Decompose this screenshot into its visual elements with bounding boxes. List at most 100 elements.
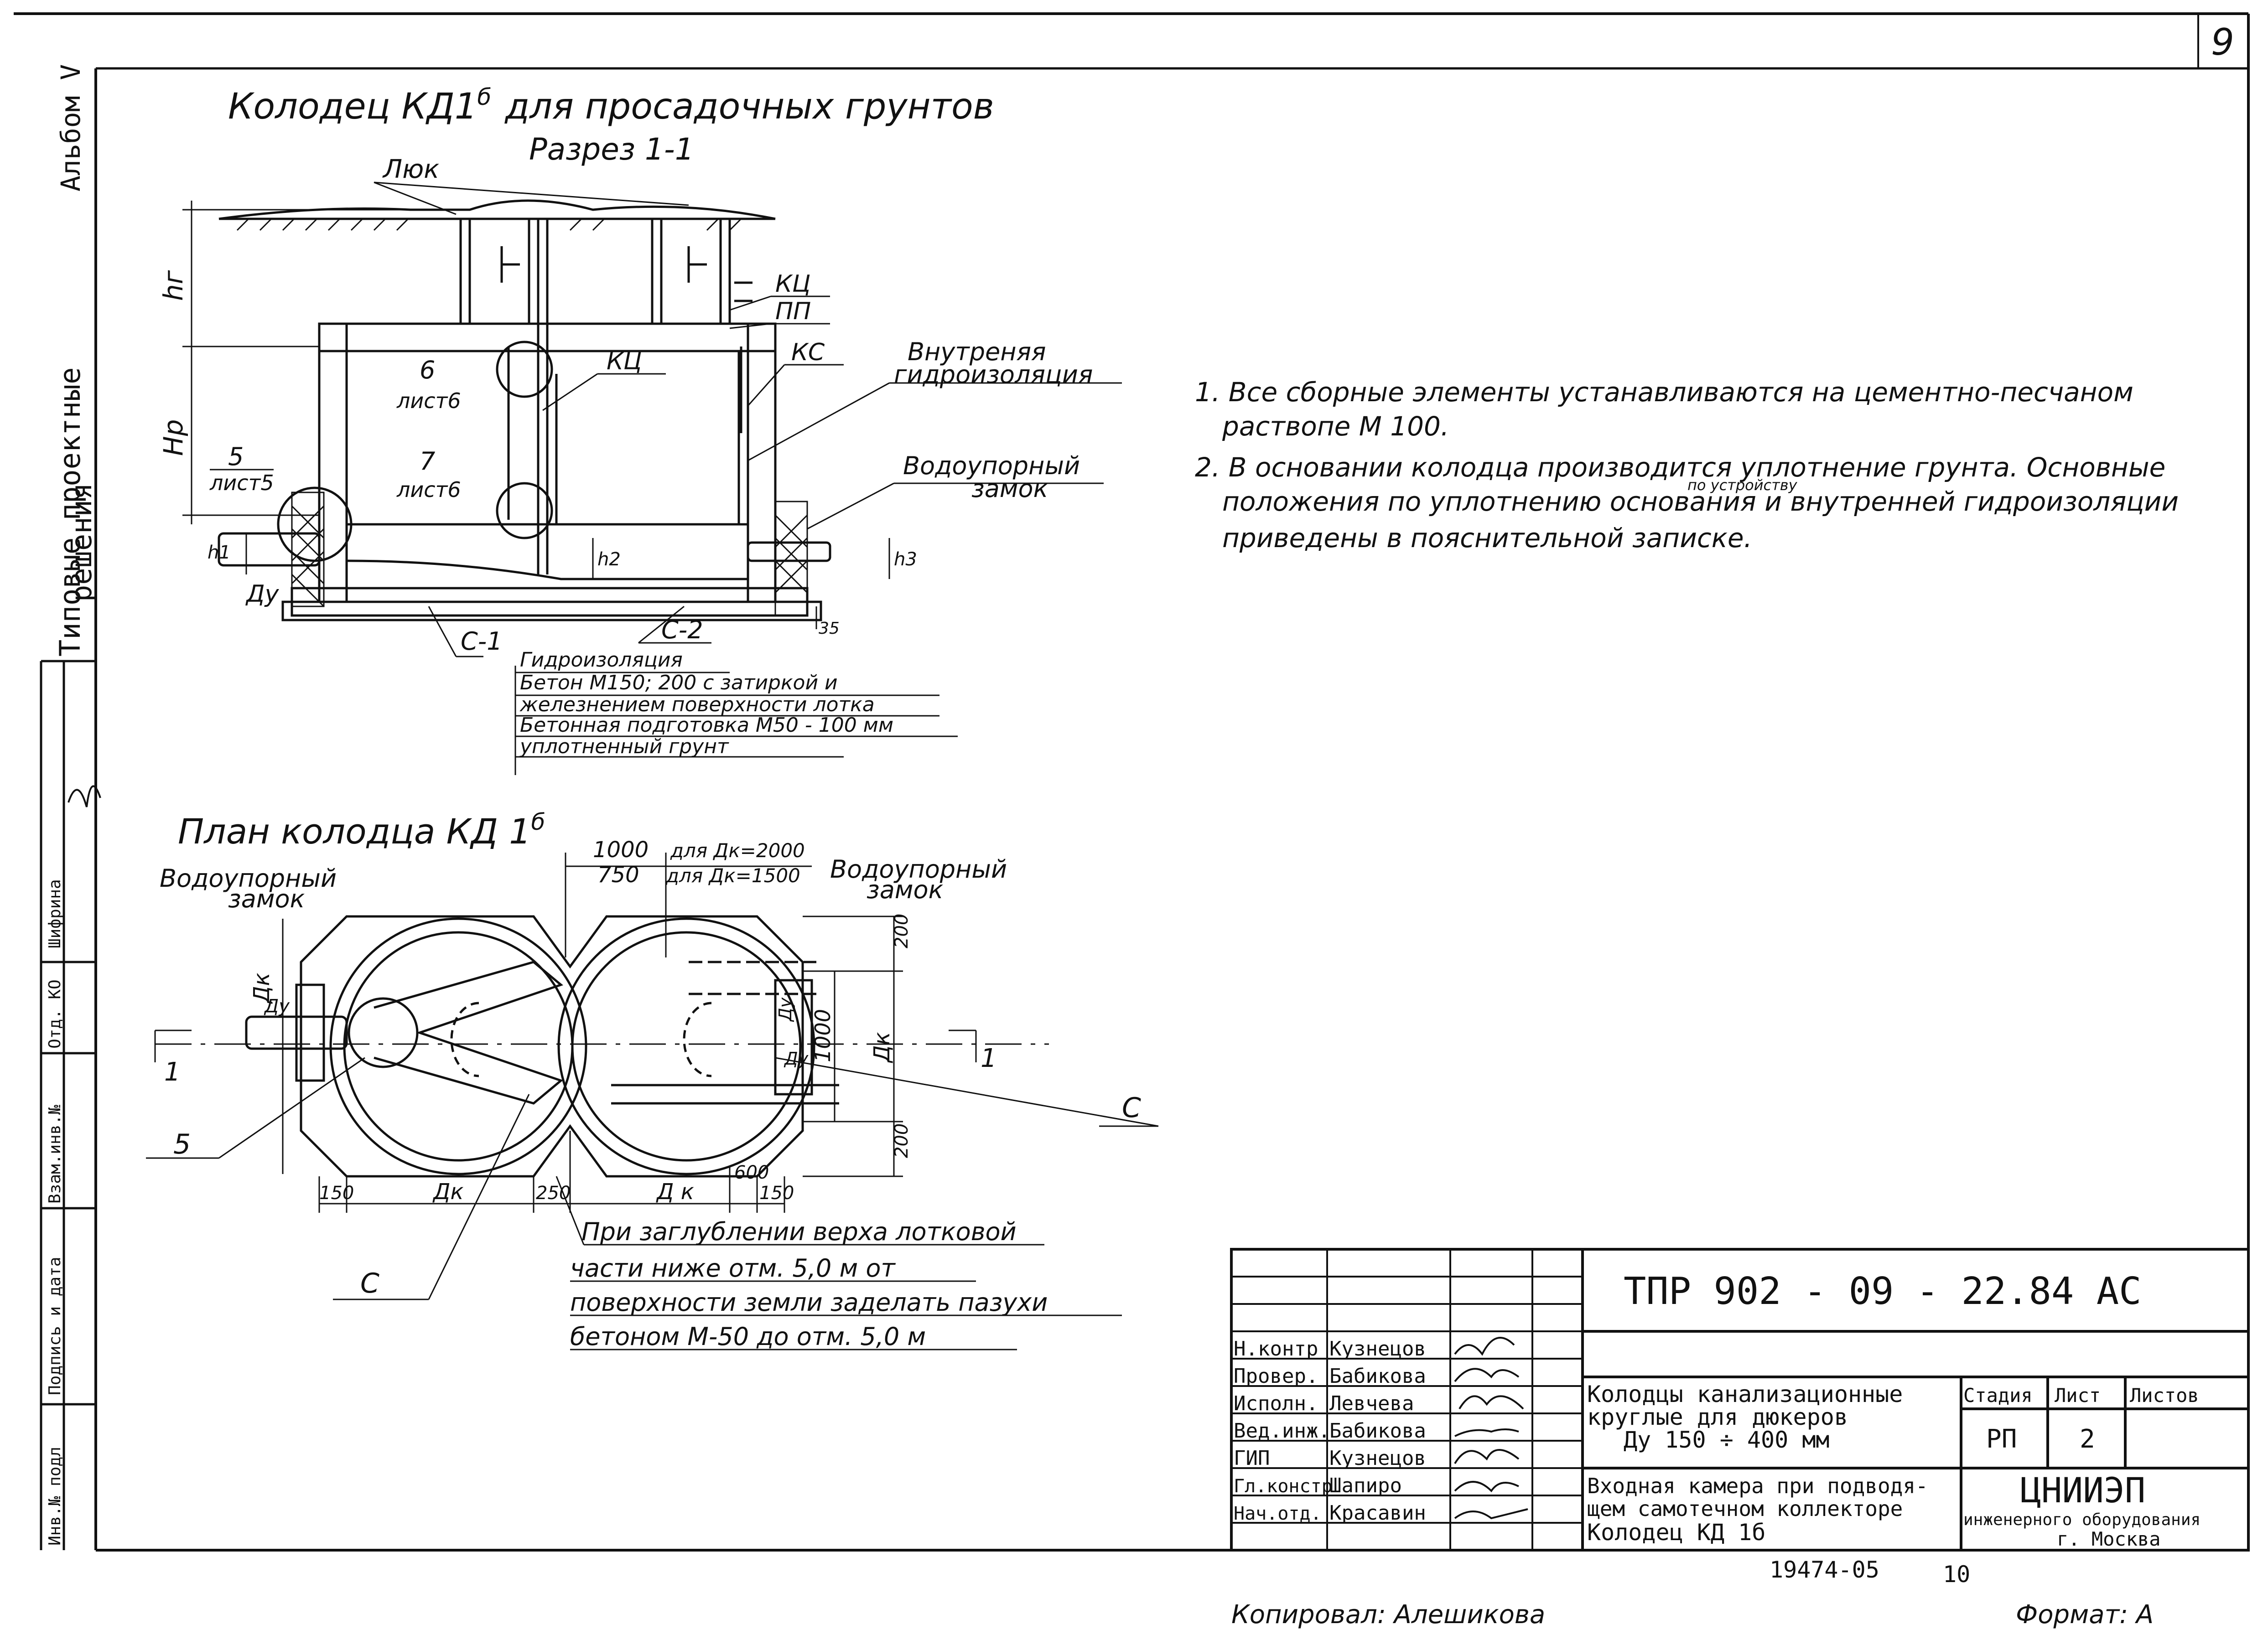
- note-line-2: 2. В основании колодца производится упло…: [1195, 452, 2165, 483]
- h3-label: h3: [894, 549, 917, 570]
- stamp-inv: Инв.№ подл: [46, 1447, 64, 1546]
- plan-title: План колодца КД 1б: [178, 809, 545, 852]
- note-line-0: 1. Все сборные элементы устанавливаются …: [1195, 377, 2133, 408]
- dk-v-left: Дк: [249, 973, 275, 1004]
- dk-v-right: Дк: [869, 1032, 895, 1064]
- sheet-title-2: Колодец КД 1б: [1587, 1519, 1765, 1546]
- dim150-l: 150: [319, 1183, 354, 1204]
- sheet-value: 2: [2080, 1424, 2095, 1454]
- sheet-title-1: щем самотечном коллекторе: [1587, 1496, 1903, 1521]
- cut-left: 1: [164, 1057, 181, 1087]
- project-title-1: круглые для дюкеров: [1587, 1404, 1848, 1430]
- signatures: [1454, 1337, 1528, 1520]
- name-2: Левчева: [1329, 1392, 1414, 1415]
- layer-0: Гидроизоляция: [520, 648, 683, 672]
- name-4: Кузнецов: [1329, 1447, 1426, 1470]
- sheet-frame: [14, 12, 2250, 1552]
- dim-dk-l: Дк: [432, 1179, 464, 1205]
- series-line-1: Типовые проектные: [53, 367, 87, 657]
- waterlock-blocks: [291, 491, 808, 616]
- layer-2: железнением поверхности лотка: [519, 693, 875, 716]
- note-line-3: положения по уплотнению основания и внут…: [1222, 486, 2179, 517]
- dim150-r: 150: [759, 1183, 794, 1204]
- ks-label: КС: [791, 339, 825, 366]
- name-1: Бабикова: [1329, 1365, 1426, 1388]
- cut-right: 1: [981, 1044, 997, 1073]
- du-label: Ду: [245, 580, 280, 608]
- du-right-2: Ду: [784, 1049, 809, 1069]
- role-2: Исполн.: [1234, 1392, 1318, 1415]
- hatch-label: Люк: [382, 155, 439, 184]
- inv-number: 19474-05: [1770, 1557, 1879, 1583]
- du-right-1: Ду: [775, 997, 795, 1022]
- section-dims: [182, 201, 890, 629]
- c-bottom-label: С: [360, 1267, 379, 1299]
- dk2000: для Дк=2000: [670, 839, 805, 862]
- sheet-title-0: Входная камера при подводя-: [1587, 1474, 1928, 1498]
- title-block: Н.контр Провер. Исполн. Вед.инж. ГИП Гл.…: [1230, 1248, 2250, 1552]
- plan-waterlock-l2: замок: [228, 885, 305, 913]
- note-line-1: раствопе М 100.: [1222, 411, 1449, 442]
- name-0: Кузнецов: [1329, 1337, 1426, 1360]
- name-5: Шапиро: [1329, 1474, 1402, 1497]
- stamp-sign: Подпись и дата: [46, 1257, 64, 1395]
- note-insert: по устройству: [1687, 476, 1798, 494]
- stage-label: Стадия: [1963, 1384, 2033, 1407]
- c-right-label: С: [1122, 1092, 1141, 1124]
- footnote-2: поверхности земли заделать пазухи: [570, 1288, 1048, 1317]
- plan-dims: [146, 853, 1159, 1300]
- dim35: 35: [819, 619, 840, 638]
- left-margin: Альбом V Типовые проектные решения Инв.№…: [40, 64, 101, 1550]
- ref7-sheet: лист6: [396, 477, 461, 502]
- footnote-0: При заглублении верха лотковой: [581, 1217, 1017, 1246]
- role-3: Вед.инж.: [1234, 1419, 1330, 1443]
- pipes: [218, 532, 831, 567]
- waterlock-1: Водоупорный: [903, 451, 1080, 480]
- plan-waterlock-r2: замок: [867, 875, 944, 904]
- dim250: 250: [536, 1183, 571, 1204]
- org-sub: инженерного оборудования: [1963, 1511, 2201, 1529]
- footer-page: 10: [1943, 1561, 1970, 1588]
- section-leaders: [210, 181, 1122, 775]
- project-title-0: Колодцы канализационные: [1587, 1381, 1903, 1407]
- h1-label: h1: [208, 542, 231, 563]
- org-name: ЦНИИЭП: [2020, 1470, 2146, 1511]
- c2-label: С-2: [661, 616, 703, 644]
- role-6: Нач.отд.: [1234, 1503, 1322, 1524]
- org-city: г. Москва: [2057, 1528, 2161, 1550]
- sheet-label: Лист: [2055, 1384, 2101, 1407]
- sheet-number: 9: [2211, 21, 2234, 63]
- plan-waterlock-l1: Водоупорный: [160, 864, 337, 893]
- name-6: Красавин: [1329, 1501, 1426, 1525]
- general-notes: 1. Все сборные элементы устанавливаются …: [1195, 377, 2179, 554]
- dim-1000-v: 1000: [810, 1009, 835, 1062]
- sheets-label: Листов: [2130, 1384, 2199, 1407]
- layer-4: уплотненный грунт: [519, 735, 729, 758]
- section-subtitle: Разрез 1-1: [529, 132, 694, 167]
- ref5-sheet: лист5: [209, 471, 274, 495]
- copied-by: Копировал: Алешикова: [1231, 1600, 1545, 1629]
- du-left: Ду: [264, 996, 290, 1017]
- h2-label: h2: [597, 549, 621, 570]
- dim-200-bot: 200: [891, 1123, 912, 1158]
- hg-label: hг: [158, 270, 189, 301]
- footnote-3: бетоном М-50 до отм. 5,0 м: [570, 1322, 926, 1351]
- project-title-2: Ду 150 ÷ 400 мм: [1624, 1427, 1830, 1453]
- waterlock-2: замок: [971, 474, 1048, 503]
- dk1500: для Дк=1500: [665, 864, 800, 887]
- ref6-sheet: лист6: [396, 388, 461, 413]
- series-line-2: решения: [65, 483, 98, 602]
- inner-waterproof-1: Внутреняя: [908, 337, 1046, 366]
- necks: [459, 217, 753, 574]
- footnote-1: части ниже отм. 5,0 м от: [570, 1254, 896, 1283]
- doc-code: ТПР 902 - 09 - 22.84 АС: [1624, 1270, 2141, 1313]
- role-4: ГИП: [1234, 1447, 1270, 1470]
- stamp-dept: Отд. КО: [46, 979, 64, 1049]
- ref6-num: 6: [420, 356, 435, 384]
- ground-hatch: [236, 218, 742, 231]
- inner-waterproof-2: гидроизоляция: [894, 360, 1093, 389]
- ref5-plan: 5: [173, 1128, 191, 1160]
- layer-1: Бетон М150; 200 с затиркой и: [520, 671, 838, 694]
